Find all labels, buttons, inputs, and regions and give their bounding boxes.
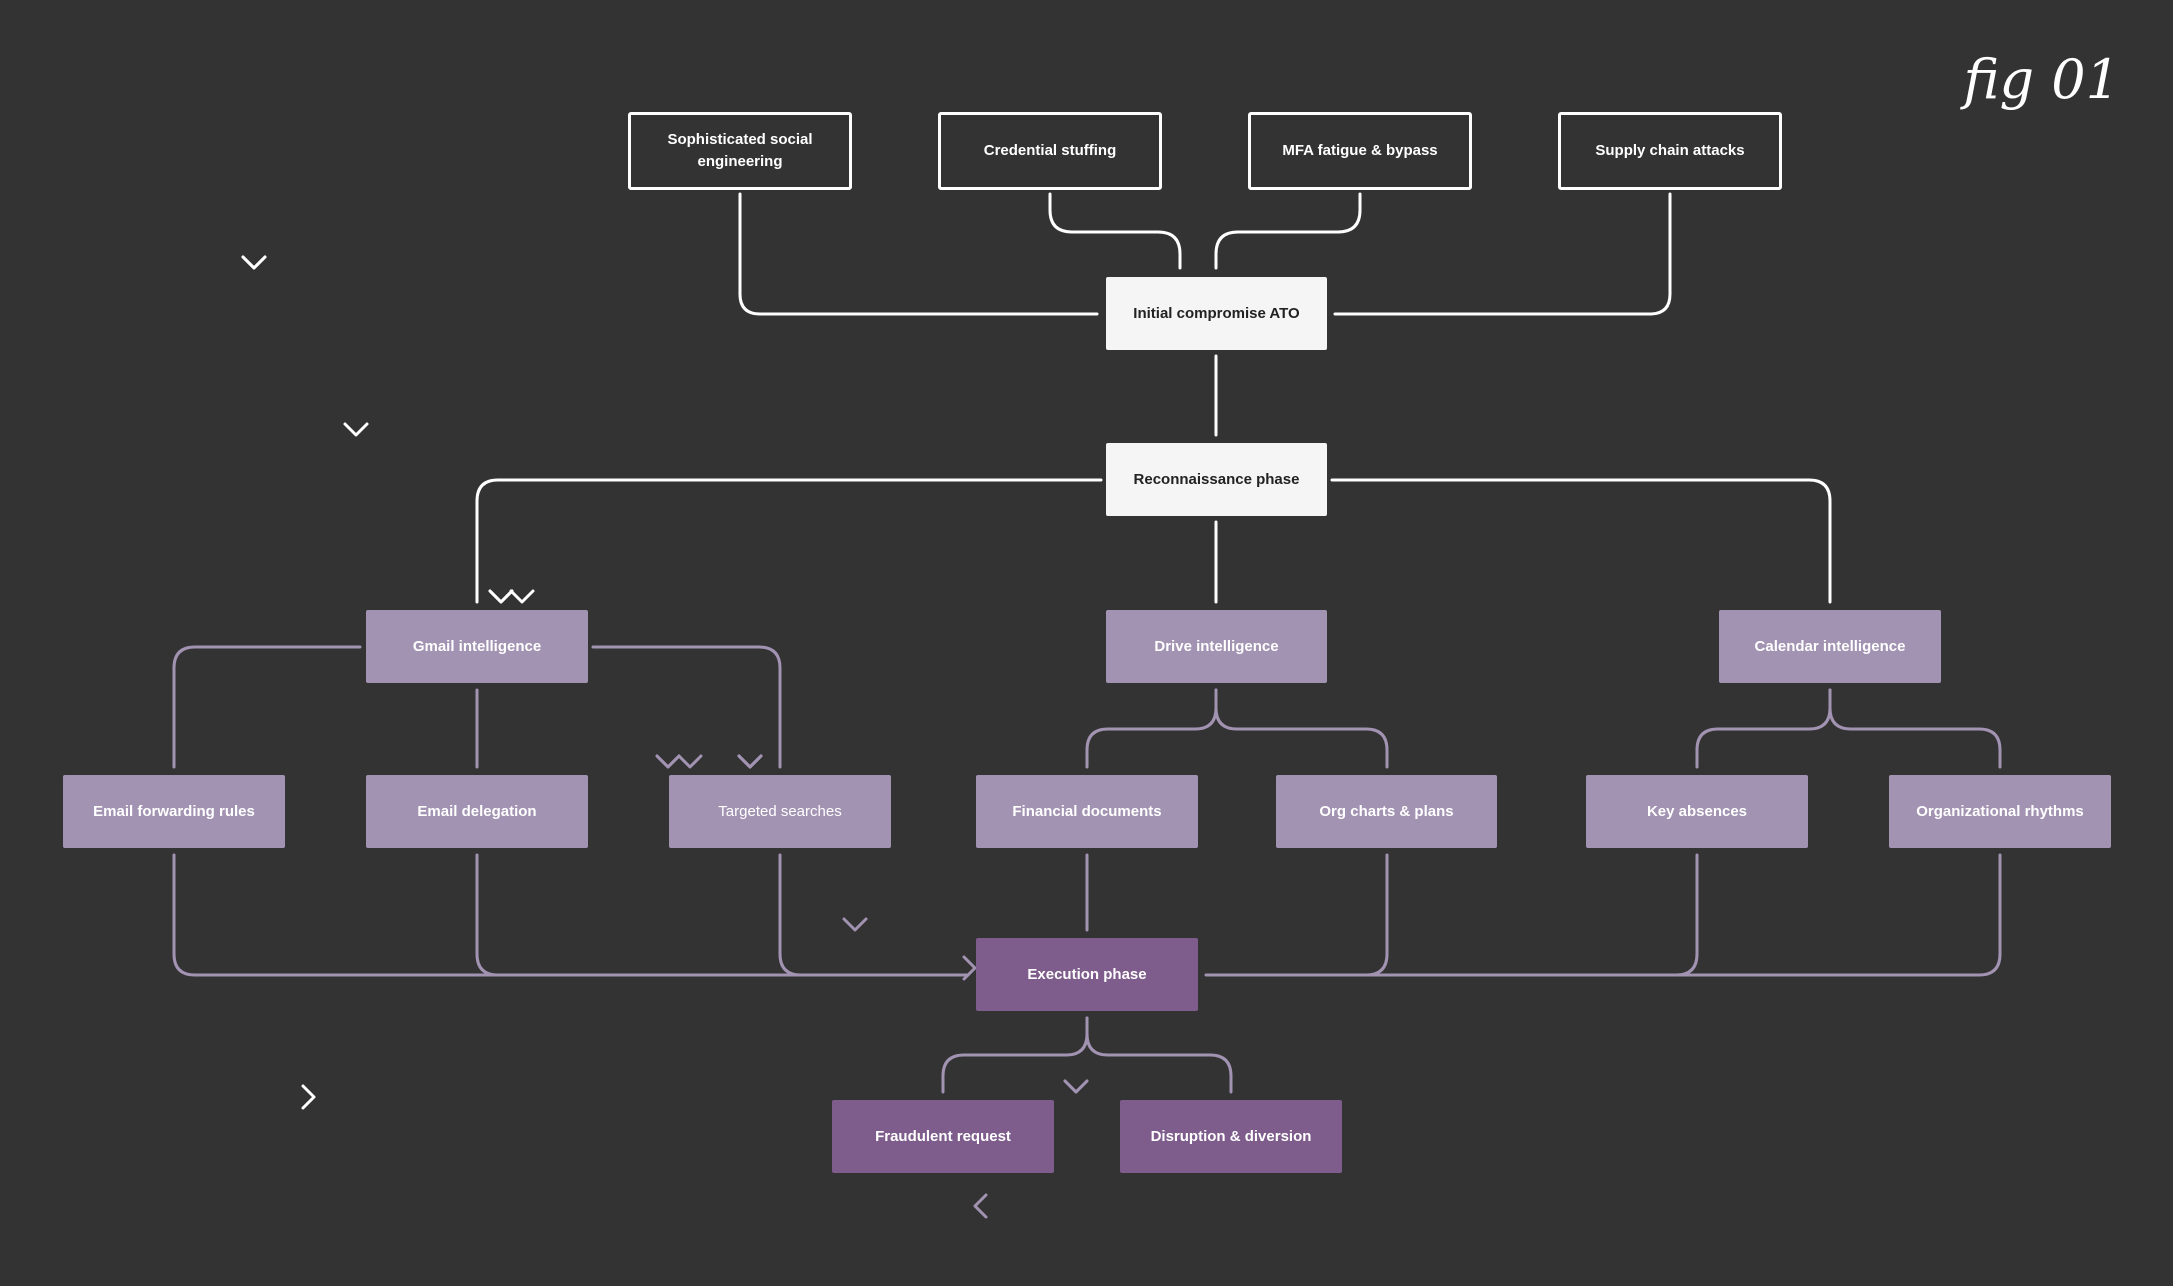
node-reconnaissance: Reconnaissance phase	[1106, 443, 1327, 516]
node-fraudulent-request: Fraudulent request	[832, 1100, 1054, 1173]
arrowhead	[509, 589, 535, 604]
edge-recon-to-calendar	[488, 478, 1832, 604]
node-disruption-diversion: Disruption & diversion	[1120, 1100, 1342, 1173]
edge-execution-to-disruption	[1063, 1016, 1233, 1094]
edge-searches-to-execution	[778, 853, 803, 977]
edge-drive-to-orgcharts	[737, 688, 1389, 769]
edge-recon-to-gmail	[475, 478, 1103, 604]
arrowhead	[301, 1084, 316, 1110]
node-gmail-intelligence: Gmail intelligence	[366, 610, 588, 683]
arrowhead	[343, 422, 369, 437]
node-calendar-intelligence: Calendar intelligence	[1719, 610, 1941, 683]
edge-gmail-to-delegation	[475, 688, 703, 769]
edge-absences-to-execution	[1674, 853, 1699, 977]
arrowhead	[842, 917, 868, 932]
node-execution-phase: Execution phase	[976, 938, 1198, 1011]
edge-supply-to-initial	[1333, 192, 1672, 316]
edge-gmail-to-searches	[591, 645, 782, 769]
arrowhead	[488, 589, 514, 604]
node-targeted-searches: Targeted searches	[669, 775, 891, 848]
edge-financial-to-execution	[842, 853, 1089, 932]
edge-delegation-to-execution	[475, 853, 500, 977]
node-org-charts: Org charts & plans	[1276, 775, 1497, 848]
node-drive-intelligence: Drive intelligence	[1106, 610, 1327, 683]
edge-credential-to-initial	[241, 192, 1182, 270]
node-financial-documents: Financial documents	[976, 775, 1198, 848]
edge-mfa-to-initial	[241, 192, 1362, 270]
arrowhead	[241, 255, 267, 270]
node-mfa-fatigue: MFA fatigue & bypass	[1248, 112, 1472, 190]
edge-recon-to-drive	[509, 520, 1218, 604]
edge-social-to-initial	[301, 192, 1099, 1110]
edge-rhythms-to-execution	[1364, 853, 2002, 977]
edge-calendar-to-rhythms	[737, 688, 2002, 769]
figure-label: fig 01	[1963, 48, 2120, 111]
edge-forwarding-to-execution	[172, 853, 977, 981]
node-key-absences: Key absences	[1586, 775, 1808, 848]
arrowhead	[677, 754, 703, 769]
node-initial-compromise: Initial compromise ATO	[1106, 277, 1327, 350]
node-organizational-rhythms: Organizational rhythms	[1889, 775, 2111, 848]
edge-initial-to-recon	[343, 354, 1218, 437]
arrowhead	[962, 955, 977, 981]
arrowhead	[1063, 1079, 1089, 1094]
node-email-forwarding-rules: Email forwarding rules	[63, 775, 285, 848]
node-supply-chain: Supply chain attacks	[1558, 112, 1782, 190]
node-credential-stuffing: Credential stuffing	[938, 112, 1162, 190]
node-email-delegation: Email delegation	[366, 775, 588, 848]
arrowhead	[655, 754, 681, 769]
arrowhead	[973, 1193, 988, 1219]
edge-drive-to-financial	[737, 688, 1218, 769]
node-social-engineering: Sophisticated social engineering	[628, 112, 852, 190]
arrowhead	[737, 754, 763, 769]
